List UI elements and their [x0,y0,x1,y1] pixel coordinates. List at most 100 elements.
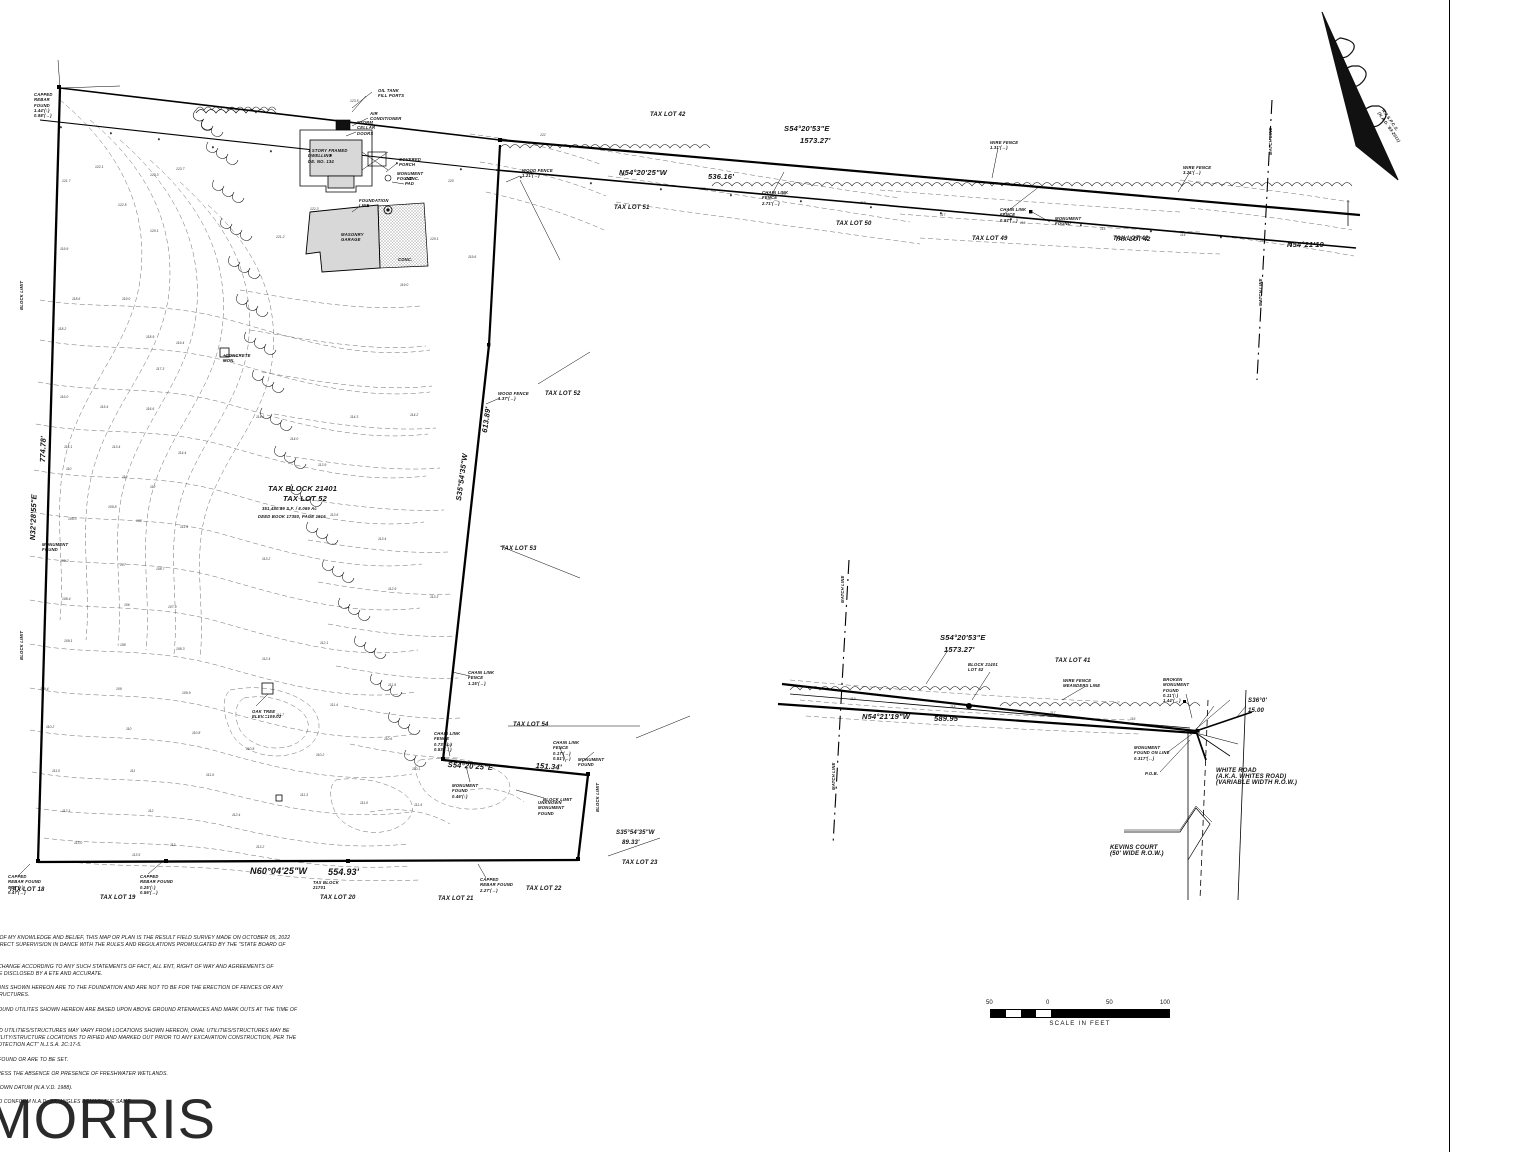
survey-annotation: BLOCK LIMIT [543,797,573,802]
parcel-lot-label: TAX LOT 52 [283,494,327,503]
north-arrow-icon [1321,11,1399,226]
svg-text:113.2: 113.2 [262,557,270,561]
survey-annotation: CHAIN LINK FENCE 0.73'(↔) 0.53'(↔) [434,731,461,752]
svg-text:111.4: 111.4 [330,703,338,707]
svg-text:119.0: 119.0 [122,297,130,301]
svg-text:112: 112 [150,485,156,489]
tax-lot-label: TAX LOT 21 [438,896,474,902]
survey-annotation: CHAIN LINK FENCE 2.71'(↔) [762,190,789,206]
scale-bar: 50 0 50 100 SCALE IN FEET [986,1000,1170,1027]
parcel-boundary [36,87,1361,864]
note-paragraph: NG LOCATION/DIMENSIONS SHOWN HEREON ARE … [0,985,283,999]
svg-text:114.1: 114.1 [64,445,72,449]
svg-text:121.2: 121.2 [276,235,285,239]
svg-text:o: o [396,161,398,165]
survey-annotation: MONUMENT FOUND [42,542,69,553]
structure-label: MASONRY GARAGE [341,232,364,243]
fence-symbols: ooo ooo ooo ooo ooo ooo oo [60,125,1292,245]
note-paragraph: R MAKERS HAVE BEEN FOUND OR ARE TO BE SE… [0,1056,69,1063]
svg-text:o: o [1150,229,1152,233]
structure-label: OIL TANK FILL PORTS [378,88,405,99]
svg-text:118.2: 118.2 [58,327,66,331]
bearing-detail-tie: S36°0' [1248,698,1268,704]
survey-annotation: WIRE FENCE 3.21'(↔) [1183,165,1212,176]
svg-text:o: o [1080,223,1082,227]
match-lines [832,99,1273,846]
note-paragraph: URVEY IS SUBJECT TO CHANGE ACCORDING TO … [0,963,274,977]
survey-annotation: WOOD FENCE 1.37'(↔) [498,391,529,402]
svg-text:114: 114 [1180,233,1186,237]
detail-inset [777,682,1253,901]
svg-text:110.8: 110.8 [192,731,200,735]
survey-annotation: MONUMENT FOUND 0.46'(↕) [452,783,479,799]
svg-text:109.9: 109.9 [182,691,191,695]
svg-text:120.1: 120.1 [430,237,439,241]
distance-southeast-short: 89.33' [622,840,640,846]
svg-text:114.6: 114.6 [256,415,264,419]
site-structures [36,85,1200,863]
svg-text:111: 111 [130,769,135,773]
svg-text:o: o [158,137,160,141]
svg-text:118.9: 118.9 [146,335,154,339]
svg-text:107.9: 107.9 [168,605,177,609]
svg-text:116.0: 116.0 [60,395,68,399]
svg-text:114.2: 114.2 [410,413,418,417]
note-paragraph: URVEY DOES NOT ADDRESS THE ABSENCE OR PR… [0,1070,169,1077]
survey-annotation: WIRE FENCE MEANDERS LINE [1063,678,1101,689]
svg-text:113.0: 113.0 [74,841,82,845]
survey-annotation: ±CONCRETE MON. [223,353,251,364]
structure-label: AIR CONDITIONER [370,111,402,122]
road-label: KEVINS COURT (50' WIDE R.O.W.) [1110,845,1164,857]
distance-detail-north: 1573.27' [944,645,975,654]
scale-tick-2: 50 [1106,1000,1113,1006]
svg-text:120.1: 120.1 [150,229,159,233]
survey-annotation: CAPPED REBAR FOUND 1.44'(↕) 0.98'(↔) [34,92,53,118]
svg-text:113: 113 [170,843,176,847]
svg-text:o: o [1220,235,1222,239]
tax-lot-label: TAX LOT 49 [972,236,1008,242]
svg-text:117: 117 [940,213,946,217]
svg-text:110: 110 [122,475,128,479]
svg-text:109.2: 109.2 [60,559,69,563]
svg-text:112.9: 112.9 [388,587,396,591]
svg-text:108.4: 108.4 [62,597,71,601]
structure-label: 1 STORY FRAMED DWELLING DE. NO. 134 [308,148,348,164]
road-label: WHITE ROAD (A.K.A. WHITES ROAD) (VARIABL… [1216,768,1298,786]
svg-text:109.4: 109.4 [40,687,49,691]
tax-lot-label: TAX LOT 19 [100,895,136,901]
svg-text:118: 118 [950,705,956,709]
svg-text:o: o [460,167,462,171]
tax-lot-label: TAX LOT 51 [614,205,650,211]
scale-caption: SCALE IN FEET [1049,1020,1111,1027]
svg-text:122.3: 122.3 [310,207,319,211]
svg-text:o: o [270,149,272,153]
bearing-north-front: N54°20'25"W [619,168,668,177]
survey-annotation: CAPPED REBAR FOUND 0.25'(↕) 0.56'(↔) [140,874,174,895]
survey-annotation: BLOCK LIMIT [595,782,600,812]
distance-west-line: 774.78' [38,435,48,463]
survey-annotation: MONUMENT FOUND [578,757,605,768]
tax-lot-label: TAX LOT 42 [1113,236,1149,242]
bearing-detail-north: S54°20'53"E [940,633,986,642]
svg-text:111.7: 111.7 [276,713,284,717]
svg-text:115.4: 115.4 [100,405,108,409]
survey-annotation: CHAIN LINK FENCE 0.97'(↔) [1000,207,1027,223]
svg-text:119.9: 119.9 [60,247,68,251]
svg-text:o: o [1290,241,1292,245]
svg-text:o: o [730,193,732,197]
distance-southeast-tie: 151.34' [535,761,563,772]
bearing-upper-right-run: N54°21'19 [1287,240,1325,249]
svg-text:112: 112 [148,809,154,813]
bearing-detail-south: N54°21'19"W [862,712,911,721]
survey-annotation: CAPPED REBAR FOUND 2.27'(↔) [480,877,514,893]
tax-lot-label: TAX LOT 22 [526,886,562,892]
svg-text:108: 108 [120,643,126,647]
svg-text:116: 116 [1130,717,1136,721]
svg-text:122.1: 122.1 [95,165,104,169]
svg-text:111.9: 111.9 [180,525,188,529]
svg-text:o: o [520,175,522,179]
svg-text:o: o [110,131,112,135]
svg-text:110.2: 110.2 [316,753,324,757]
survey-annotation: BLOCK 21401 LOT 52 [968,662,998,673]
